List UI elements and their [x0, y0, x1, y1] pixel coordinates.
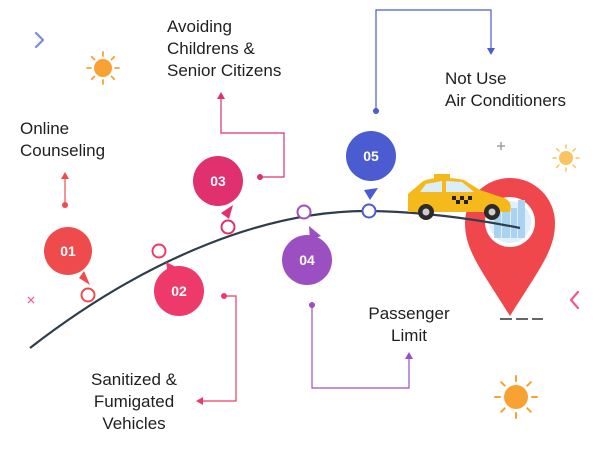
step-badge-04: 04 [282, 226, 332, 285]
step-number: 01 [60, 243, 76, 259]
arrow-up-icon [405, 352, 413, 359]
connector-dot [257, 174, 263, 180]
connector-05 [375, 9, 492, 111]
connector-04 [311, 305, 410, 389]
sun-icon [86, 51, 120, 85]
step-label-04: Passenger Limit [368, 304, 450, 345]
step-marker-01 [80, 287, 96, 303]
step-label-05: Not Use Air Conditioners [445, 69, 566, 110]
step-number: 04 [299, 252, 315, 268]
step-label-03: Avoiding Childrens & Senior Citizens [167, 17, 282, 80]
step-label-01: Online Counseling [20, 119, 106, 160]
step-marker-05 [361, 203, 377, 219]
step-number: 05 [363, 148, 379, 164]
connector-03 [220, 97, 285, 178]
arrow-down-icon [487, 48, 495, 55]
step-marker-02 [151, 243, 167, 259]
step-label-02: Sanitized & Fumigated Vehicles [91, 370, 177, 433]
chevron-left-icon [569, 290, 580, 310]
chevron-right-icon [34, 31, 45, 49]
connector-dot [221, 293, 227, 299]
step-marker-03 [220, 219, 236, 235]
arrow-up-icon [217, 92, 225, 99]
sun-icon [494, 375, 538, 419]
step-number: 02 [171, 283, 187, 299]
step-badge-02: 02 [154, 262, 204, 316]
step-badge-05: 05 [346, 131, 396, 200]
connector-dot [373, 108, 379, 114]
step-marker-04 [296, 204, 312, 220]
sun-icon [552, 144, 580, 172]
step-badge-01: 01 [44, 227, 92, 285]
x-decoration [27, 296, 35, 304]
road-curve [29, 209, 521, 349]
arrow-left-icon [196, 397, 203, 405]
plus-decoration [497, 142, 505, 150]
connector-dot [309, 302, 315, 308]
step-number: 03 [210, 173, 226, 189]
connector-dot [62, 202, 68, 208]
connector-02 [201, 295, 237, 402]
step-badge-03: 03 [193, 156, 243, 219]
taxi-icon [408, 174, 511, 220]
arrow-up-icon [61, 172, 69, 179]
